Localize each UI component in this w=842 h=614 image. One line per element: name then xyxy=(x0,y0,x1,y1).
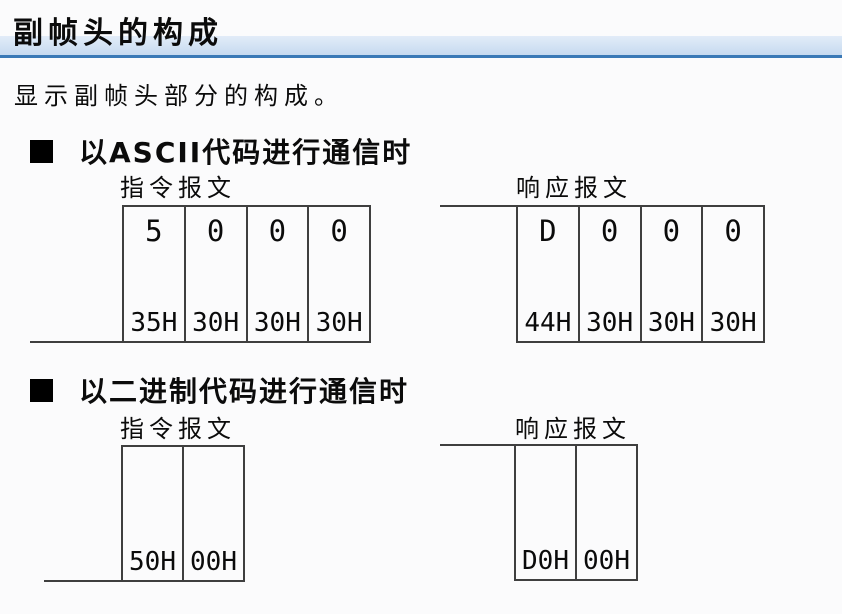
cell-char: 5 xyxy=(145,214,163,248)
frame-cell: 0 30H xyxy=(186,207,248,341)
response-frame-label: 响应报文 xyxy=(515,415,631,443)
cell-hex: 00H xyxy=(583,546,630,577)
binary-command-frame: 50H 00H xyxy=(121,445,245,582)
cell-char: 0 xyxy=(662,214,681,248)
frame-cell: D0H xyxy=(516,446,577,579)
command-frame-label: 指令报文 xyxy=(120,174,236,202)
cell-hex: 44H xyxy=(524,308,572,339)
title-highlight-band xyxy=(0,36,842,55)
frame-cell: 0 30H xyxy=(309,207,369,341)
cell-hex: 30H xyxy=(586,308,634,339)
section-title: 以二进制代码进行通信时 xyxy=(79,375,410,408)
cell-hex: 30H xyxy=(709,308,757,339)
frame-cell: 00H xyxy=(184,447,243,580)
cell-hex: 00H xyxy=(190,547,237,578)
square-bullet-icon xyxy=(30,139,53,163)
frame-cell: D 44H xyxy=(518,207,580,341)
frame-cell: 5 35H xyxy=(124,207,186,341)
cell-hex: 30H xyxy=(253,308,301,339)
ascii-response-frame: D 44H 0 30H 0 30H 0 30H xyxy=(516,205,765,343)
response-frame-leader-line xyxy=(440,205,518,207)
command-frame-leader-line xyxy=(30,341,124,343)
page-title: 副帧头的构成 xyxy=(13,16,223,51)
section-heading-ascii: 以ASCII代码进行通信时 xyxy=(30,131,412,171)
cell-hex: D0H xyxy=(522,546,569,577)
ascii-command-frame: 5 35H 0 30H 0 30H 0 30H xyxy=(122,205,371,343)
cell-hex: 50H xyxy=(129,547,176,578)
response-frame-leader-line xyxy=(440,444,516,446)
cell-char: 0 xyxy=(206,214,225,248)
section-heading-binary: 以二进制代码进行通信时 xyxy=(30,370,409,410)
cell-hex: 30H xyxy=(192,308,240,339)
response-frame-label: 响应报文 xyxy=(516,174,632,202)
command-frame-label: 指令报文 xyxy=(120,415,236,443)
square-bullet-icon xyxy=(30,378,53,402)
cell-hex: 30H xyxy=(647,308,695,339)
cell-char: 0 xyxy=(724,214,742,248)
frame-cell: 0 30H xyxy=(703,207,763,341)
cell-char: 0 xyxy=(600,214,619,248)
title-underline xyxy=(0,55,842,58)
command-frame-leader-line xyxy=(44,580,123,582)
frame-cell: 00H xyxy=(577,446,636,579)
cell-char: 0 xyxy=(268,214,287,248)
frame-cell: 0 30H xyxy=(248,207,310,341)
cell-hex: 30H xyxy=(315,308,363,339)
cell-hex: 35H xyxy=(130,308,178,339)
frame-cell: 50H xyxy=(123,447,184,580)
cell-char: D xyxy=(539,214,557,248)
frame-cell: 0 30H xyxy=(642,207,704,341)
section-title: 以ASCII代码进行通信时 xyxy=(79,136,413,169)
intro-text: 显示副帧头部分的构成。 xyxy=(14,82,344,110)
frame-cell: 0 30H xyxy=(580,207,642,341)
cell-char: 0 xyxy=(330,214,348,248)
binary-response-frame: D0H 00H xyxy=(514,444,638,581)
